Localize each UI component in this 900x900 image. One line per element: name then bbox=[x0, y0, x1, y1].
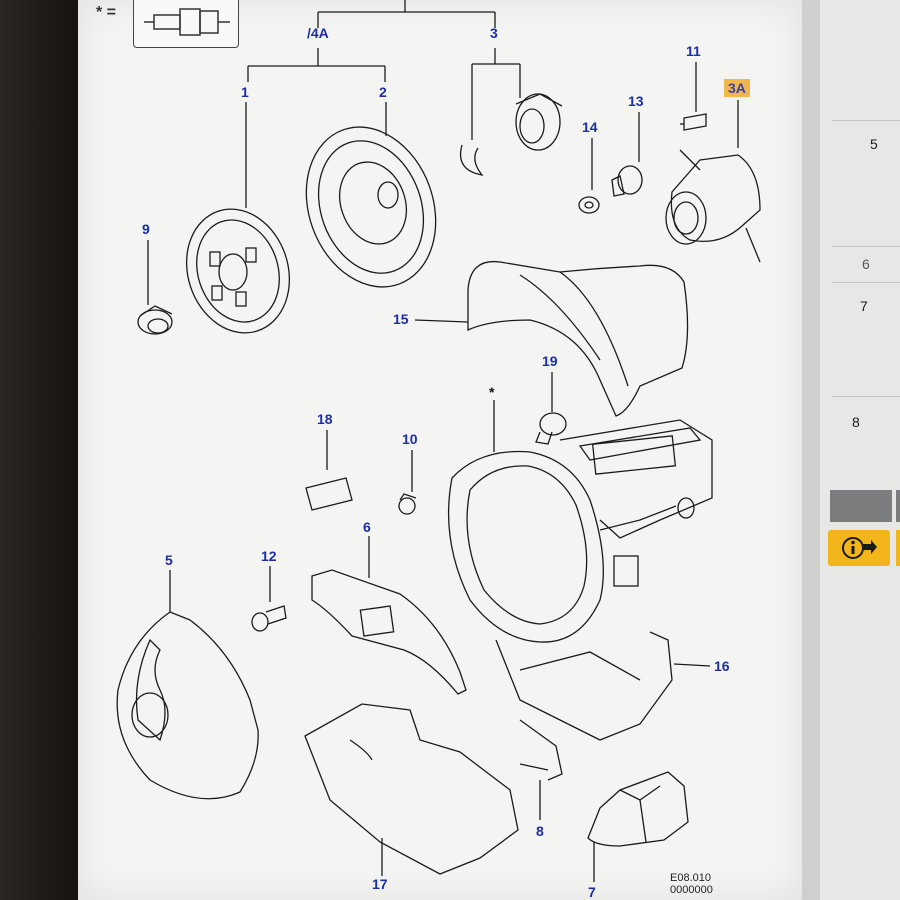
callout-9[interactable]: 9 bbox=[142, 221, 150, 237]
parts-row-5[interactable]: 5 bbox=[870, 136, 878, 152]
legend-box bbox=[133, 0, 239, 48]
parts-row-6[interactable]: 6 bbox=[862, 256, 870, 272]
drawing-code-line2: 0000000 bbox=[670, 884, 713, 896]
callout-17[interactable]: 17 bbox=[372, 876, 388, 892]
parts-row-divider bbox=[832, 396, 900, 397]
callout-6[interactable]: 6 bbox=[363, 519, 371, 535]
callout-4a[interactable]: /4A bbox=[307, 25, 329, 41]
callout-13[interactable]: 13 bbox=[628, 93, 644, 109]
callout-19[interactable]: 19 bbox=[542, 353, 558, 369]
callout-8[interactable]: 8 bbox=[536, 823, 544, 839]
parts-row-divider bbox=[832, 282, 900, 283]
callout-11[interactable]: 11 bbox=[686, 43, 701, 59]
callout-3[interactable]: 3 bbox=[490, 25, 498, 41]
callout-3a[interactable]: 3A bbox=[724, 79, 750, 97]
panel-header-bar bbox=[896, 490, 900, 522]
parts-row-7[interactable]: 7 bbox=[860, 298, 868, 314]
callout-15[interactable]: 15 bbox=[393, 311, 409, 327]
parts-diagram bbox=[78, 0, 802, 900]
parts-row-8[interactable]: 8 bbox=[852, 414, 860, 430]
callout-2[interactable]: 2 bbox=[379, 84, 387, 100]
info-arrow-icon bbox=[842, 537, 877, 559]
callout-5[interactable]: 5 bbox=[165, 552, 173, 568]
callout-12[interactable]: 12 bbox=[261, 548, 277, 564]
drawing-code-line1: E08.010 bbox=[670, 872, 711, 884]
callout-1[interactable]: 1 bbox=[241, 84, 249, 100]
panel-divider bbox=[802, 0, 820, 900]
parts-row-divider bbox=[832, 120, 900, 121]
callout-16[interactable]: 16 bbox=[714, 658, 730, 674]
callout-10[interactable]: 10 bbox=[402, 431, 418, 447]
info-button-edge bbox=[896, 530, 900, 566]
callout-7[interactable]: 7 bbox=[588, 884, 596, 900]
callout-14[interactable]: 14 bbox=[582, 119, 598, 135]
legend-star-label: * = bbox=[96, 4, 117, 21]
callout-18[interactable]: 18 bbox=[317, 411, 333, 427]
parts-row-divider bbox=[832, 246, 900, 247]
legend-symbol-icon bbox=[144, 8, 230, 36]
callout-star: * bbox=[489, 384, 495, 400]
info-button[interactable] bbox=[828, 530, 890, 566]
drawing-code: E08.010 0000000 bbox=[670, 872, 713, 896]
panel-header-bar bbox=[830, 490, 892, 522]
